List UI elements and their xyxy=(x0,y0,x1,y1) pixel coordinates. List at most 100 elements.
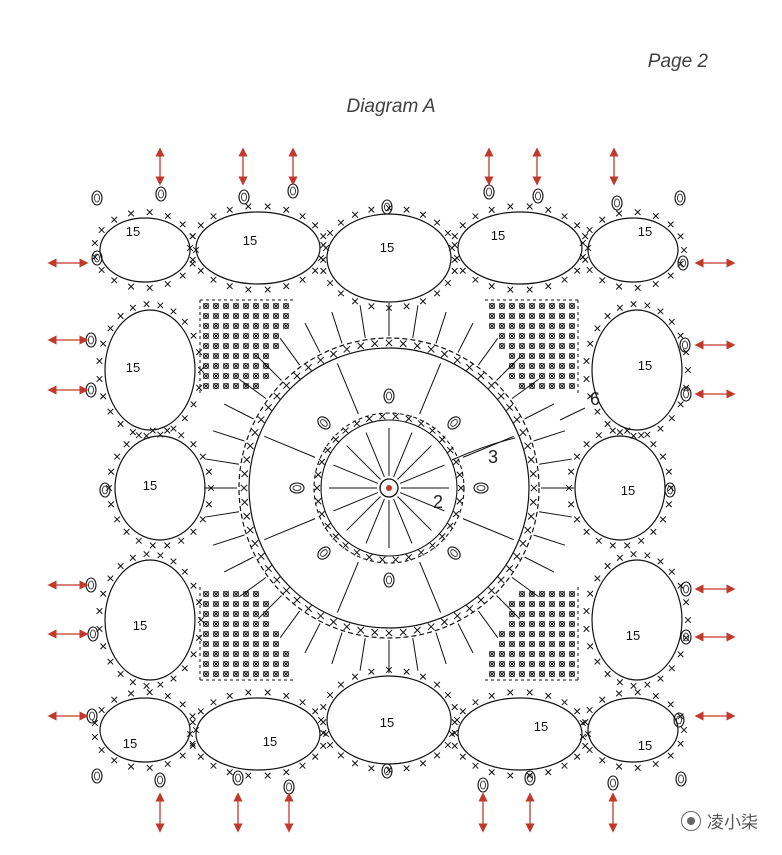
dc-stitch xyxy=(457,322,474,353)
sc-stitch xyxy=(519,383,525,389)
sc-stitch xyxy=(456,497,464,505)
sc-stitch xyxy=(203,591,209,597)
grid-stitch xyxy=(558,312,566,320)
sc-stitch xyxy=(594,325,601,332)
dc-stitch xyxy=(239,378,267,400)
grid-stitch xyxy=(548,590,556,598)
sc-stitch xyxy=(233,671,239,677)
sc-stitch xyxy=(587,393,594,400)
grid-stitch xyxy=(232,322,240,330)
sc-stitch xyxy=(539,591,545,597)
sc-stitch xyxy=(257,552,265,560)
sc-stitch xyxy=(203,323,209,329)
sc-stitch xyxy=(282,381,291,390)
petal-label: 15 xyxy=(133,618,147,633)
sc-stitch xyxy=(263,373,269,379)
sc-stitch xyxy=(413,342,421,350)
grid-stitch xyxy=(528,322,536,330)
grid-stitch xyxy=(558,342,566,350)
sc-stitch xyxy=(569,343,575,349)
grid-stitch xyxy=(202,352,210,360)
sc-stitch xyxy=(226,283,233,290)
sc-stitch xyxy=(519,621,525,627)
sc-stitch xyxy=(574,708,581,715)
sc-stitch xyxy=(226,692,233,699)
sc-stitch xyxy=(472,762,479,769)
sc-stitch xyxy=(539,671,545,677)
sc-stitch xyxy=(181,568,188,575)
grid-stitch xyxy=(262,650,270,658)
grid-stitch xyxy=(568,302,576,310)
center-spoke xyxy=(393,432,413,478)
grid-stitch xyxy=(538,630,546,638)
grid-stitch xyxy=(528,372,536,380)
grid-stitch xyxy=(202,620,210,628)
grid-stitch xyxy=(282,650,290,658)
sc-stitch xyxy=(497,392,505,400)
grid-stitch xyxy=(538,670,546,678)
sc-stitch xyxy=(117,562,124,570)
sc-stitch xyxy=(539,373,545,379)
sc-stitch xyxy=(243,651,249,657)
sc-stitch xyxy=(329,618,338,626)
sc-stitch xyxy=(539,363,545,369)
sc-stitch xyxy=(569,651,575,657)
sc-stitch xyxy=(677,740,684,747)
sc-stitch xyxy=(668,415,675,422)
dc-stitch xyxy=(496,356,521,381)
sc-stitch xyxy=(223,333,229,339)
sc-stitch xyxy=(264,772,271,779)
sc-stitch xyxy=(489,661,495,667)
sc-stitch xyxy=(190,441,197,448)
sc-stitch xyxy=(190,401,197,408)
sc-stitch xyxy=(668,568,675,575)
picot-icon xyxy=(317,546,331,560)
petal-label: 15 xyxy=(638,224,652,239)
sc-stitch xyxy=(213,313,219,319)
dc-stitch xyxy=(539,511,572,518)
grid-stitch xyxy=(272,322,280,330)
sc-stitch xyxy=(459,267,466,274)
sc-stitch xyxy=(526,203,533,210)
grid-stitch xyxy=(262,372,270,380)
grid-stitch xyxy=(548,332,556,340)
sc-stitch xyxy=(243,512,251,520)
sc-stitch xyxy=(170,675,177,682)
sc-stitch xyxy=(96,375,103,383)
sc-stitch xyxy=(170,558,177,565)
grid-stitch xyxy=(508,312,516,320)
sc-stitch xyxy=(283,323,289,329)
picot-icon xyxy=(381,763,393,779)
sc-stitch xyxy=(559,591,565,597)
long-stitch xyxy=(419,363,442,415)
sc-stitch xyxy=(509,373,515,379)
sc-stitch xyxy=(539,601,545,607)
grid-stitch xyxy=(222,342,230,350)
sc-stitch xyxy=(129,554,137,561)
sc-stitch xyxy=(263,343,269,349)
sc-stitch xyxy=(197,616,205,624)
watermark: 凌小柒 xyxy=(681,808,758,833)
grid-stitch xyxy=(518,610,526,618)
grid-stitch xyxy=(282,322,290,330)
sc-stitch xyxy=(524,442,532,450)
center-spoke xyxy=(397,445,432,480)
grid-stitch xyxy=(508,650,516,658)
picot-icon xyxy=(524,770,536,786)
sc-stitch xyxy=(549,353,555,359)
grid-stitch xyxy=(538,342,546,350)
sc-stitch xyxy=(98,266,105,274)
picot-icon xyxy=(86,708,98,724)
grid-stitch xyxy=(222,620,230,628)
grid-stitch xyxy=(558,660,566,668)
grid-stitch xyxy=(252,322,260,330)
sc-stitch xyxy=(513,552,521,560)
picot-icon xyxy=(99,482,111,498)
sc-stitch xyxy=(529,591,535,597)
sc-stitch xyxy=(246,526,254,534)
petal-label: 15 xyxy=(123,736,137,751)
sc-stitch xyxy=(489,323,495,329)
grid-stitch xyxy=(222,382,230,390)
grid-stitch xyxy=(558,302,566,310)
